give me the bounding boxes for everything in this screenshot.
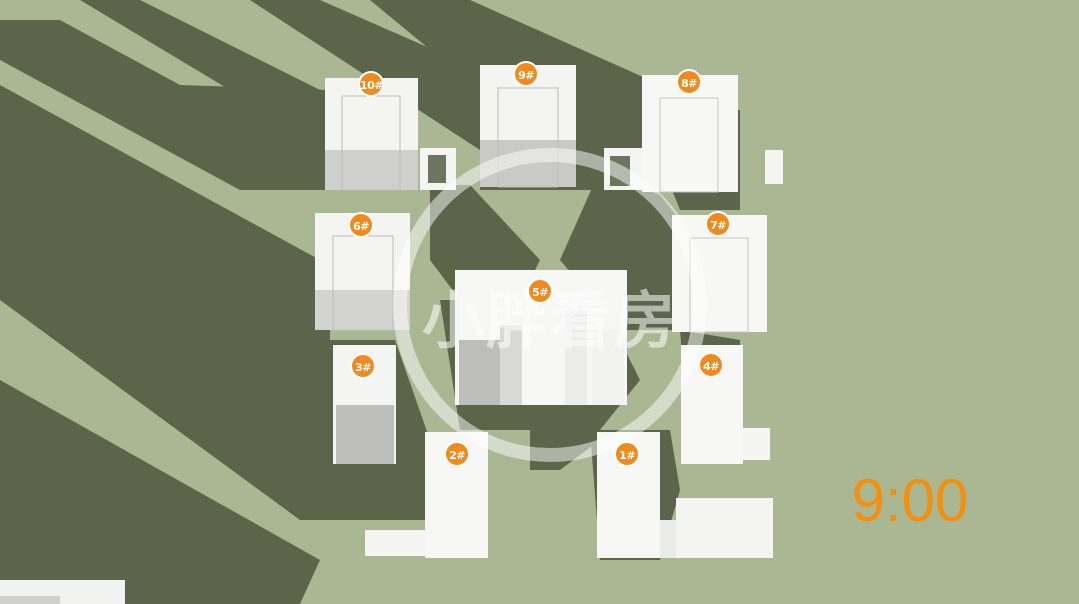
building-badge-4: 4#	[698, 352, 724, 378]
building-badge-2: 2#	[444, 441, 470, 467]
building-badge-9: 9#	[513, 61, 539, 87]
building-10	[325, 78, 456, 191]
building-badge-5: 5#	[527, 278, 553, 304]
building-badge-8: 8#	[676, 69, 702, 95]
building-2	[365, 432, 488, 558]
building-3	[333, 345, 396, 464]
building-5	[455, 270, 627, 405]
building-badge-7: 7#	[705, 211, 731, 237]
building-badge-10: 10#	[358, 71, 384, 97]
time-label: 9:00	[851, 467, 969, 534]
building-badge-6: 6#	[348, 212, 374, 238]
building-badge-3: 3#	[350, 353, 376, 379]
building-badge-1: 1#	[614, 441, 640, 467]
watermark-ring	[393, 148, 707, 462]
corner-structure	[0, 580, 125, 604]
